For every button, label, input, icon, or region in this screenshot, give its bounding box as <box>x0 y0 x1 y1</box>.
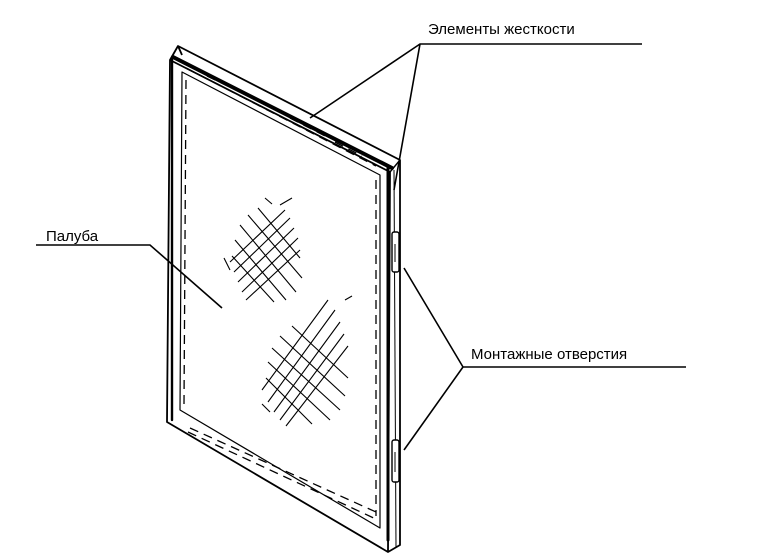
mounting-holes <box>391 231 400 483</box>
deck-label: Палуба <box>46 228 99 245</box>
stiffeners-label: Элементы жесткости <box>428 21 575 38</box>
mounting-holes-label: Монтажные отверстия <box>471 346 627 363</box>
stiffeners-leader <box>309 43 642 191</box>
leader-lines <box>36 43 686 451</box>
deck-leader <box>36 244 223 309</box>
dashed-contours <box>183 67 379 521</box>
stiffening-elements <box>170 55 394 542</box>
mounting-holes-leader <box>403 267 686 451</box>
deck-hatching-upper <box>223 197 303 303</box>
deck-hatching-lower <box>261 295 353 427</box>
